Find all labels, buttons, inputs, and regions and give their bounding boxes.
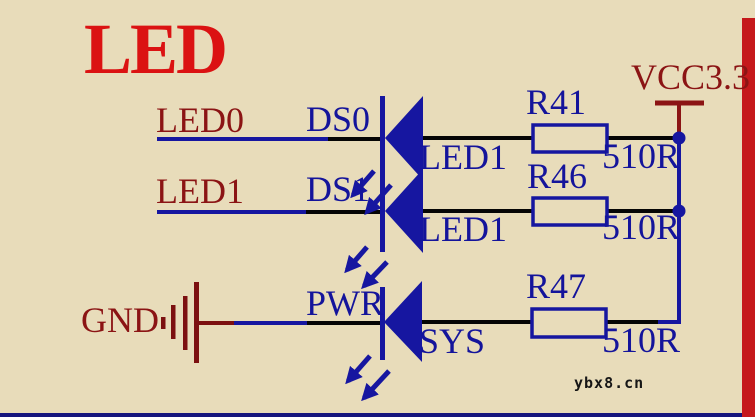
led-triangle — [384, 281, 422, 362]
net-label-led0: LED0 — [156, 100, 244, 140]
cathode-bar — [380, 287, 385, 360]
led-triangle — [385, 169, 423, 253]
junction-dot — [672, 204, 686, 218]
resistor-value-row1: 510R — [602, 136, 681, 176]
resistor-value-row3: 510R — [602, 320, 681, 360]
resistor-body-r47 — [530, 307, 608, 339]
led-symbol-ds0 — [350, 96, 423, 216]
resistor-ref-r46: R46 — [527, 156, 588, 196]
resistor-body-r46 — [531, 196, 609, 227]
schematic-title: LED — [84, 9, 228, 89]
resistor-value-row2: 510R — [602, 207, 681, 247]
junction-dot — [672, 131, 686, 145]
cathode-bar — [380, 96, 385, 182]
right-border — [742, 18, 755, 417]
resistor-body-r41 — [531, 123, 609, 154]
led-symbol-ds1 — [344, 168, 423, 290]
net-label-led1: LED1 — [156, 171, 244, 211]
net-label-gnd: GND — [81, 300, 159, 340]
led-symbol-pwr — [345, 281, 422, 402]
emission-arrows-icon — [345, 354, 391, 402]
emission-arrows-icon — [350, 169, 393, 216]
wire-row1 — [157, 136, 679, 141]
emission-arrows-icon — [344, 245, 389, 290]
part-label-row1: LED1 — [419, 137, 507, 177]
power-net-label: VCC3.3 — [631, 57, 751, 97]
vcc-power-rail — [655, 100, 704, 322]
bottom-border — [0, 413, 755, 417]
ground-symbol-icon — [161, 282, 199, 363]
watermark: ybx8.cn — [574, 374, 645, 392]
designator-pwr: PWR — [306, 283, 385, 323]
cathode-bar — [380, 168, 385, 252]
part-label-row2: LED1 — [419, 209, 507, 249]
part-label-row3: SYS — [419, 321, 486, 361]
resistor-ref-r47: R47 — [526, 266, 587, 306]
resistor-ref-r41: R41 — [526, 82, 587, 122]
led-triangle — [385, 96, 423, 180]
designator-ds1: DS1 — [306, 169, 371, 209]
designator-ds0: DS0 — [306, 99, 371, 139]
